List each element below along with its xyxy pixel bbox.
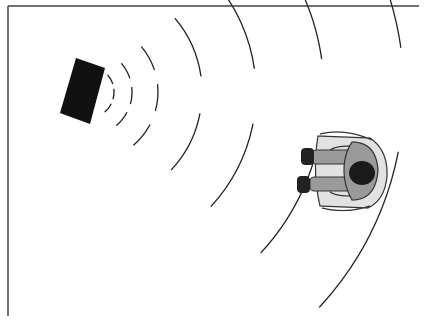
listener-shoe-lower xyxy=(297,176,310,193)
sound-wave-arc xyxy=(108,75,113,83)
sound-wave-arc xyxy=(269,0,322,59)
sound-wave-arc xyxy=(217,0,255,68)
sound-wave-arc xyxy=(211,124,253,206)
sound-wave-arc xyxy=(142,47,155,70)
sound-wave-arc xyxy=(134,125,150,145)
listener-head xyxy=(349,161,375,185)
sound-wave-arc xyxy=(131,87,133,103)
sound-wave-arc xyxy=(330,0,401,47)
sound-wave-arc xyxy=(156,85,158,111)
sound-wave-arc xyxy=(175,19,201,76)
sound-wave-arc xyxy=(113,89,114,99)
speaker-body xyxy=(60,58,105,124)
sound-wave-arc xyxy=(122,64,130,78)
speaker-icon xyxy=(60,58,105,124)
sound-wave-arc xyxy=(117,113,127,126)
sound-wave-arc xyxy=(172,114,200,170)
sound-wave-arc xyxy=(105,104,111,112)
listener-shoe-upper xyxy=(301,148,314,165)
